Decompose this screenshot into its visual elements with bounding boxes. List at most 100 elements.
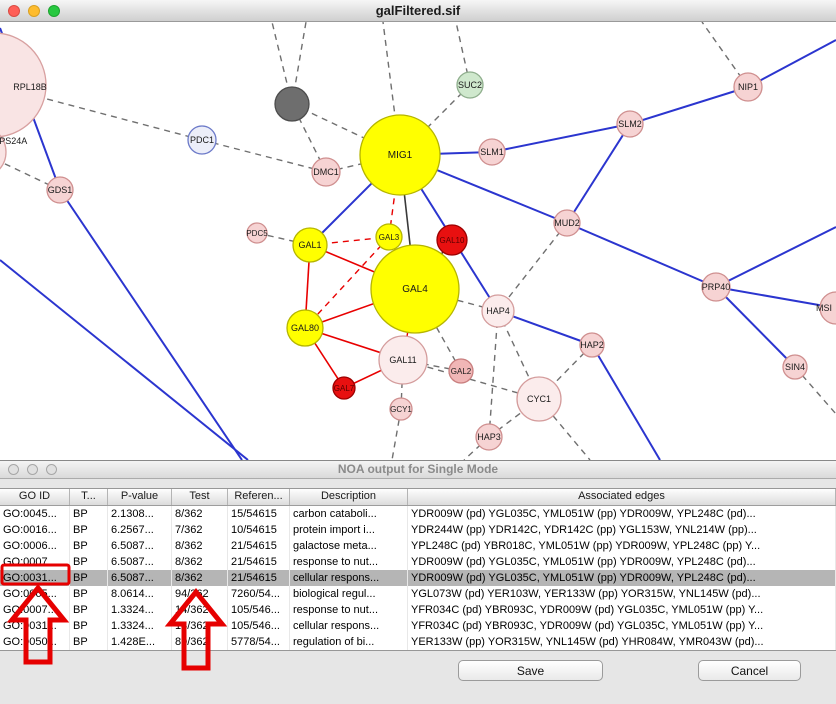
network-node-slm1[interactable] <box>478 138 506 166</box>
cell: YDR009W (pd) YGL035C, YML051W (pp) YDR00… <box>408 506 836 522</box>
column-header-referen[interactable]: Referen... <box>228 489 290 505</box>
cell: BP <box>70 506 108 522</box>
network-node-pdc5[interactable] <box>246 222 268 244</box>
network-node-gal1[interactable] <box>292 227 328 263</box>
cell: 80/362 <box>172 634 228 650</box>
network-node-gal4[interactable] <box>370 244 460 334</box>
network-edge[interactable] <box>497 222 568 312</box>
column-header-p-value[interactable]: P-value <box>108 489 172 505</box>
network-node-gal11[interactable] <box>378 335 428 385</box>
network-edge[interactable] <box>747 39 836 88</box>
cell: 6.5087... <box>108 554 172 570</box>
network-edge[interactable] <box>391 408 402 460</box>
cell: 7260/54... <box>228 586 290 602</box>
cell: YPL248C (pd) YBR018C, YML051W (pp) YDR00… <box>408 538 836 554</box>
close-button[interactable] <box>8 4 20 17</box>
network-edge[interactable] <box>715 226 836 288</box>
cell: YDR009W (pd) YGL035C, YML051W (pp) YDR00… <box>408 570 836 586</box>
network-node-suc2[interactable] <box>456 71 484 99</box>
cell: 21/54615 <box>228 554 290 570</box>
network-node-gds1[interactable] <box>46 176 74 204</box>
column-header-test[interactable]: Test <box>172 489 228 505</box>
close-button[interactable] <box>8 464 19 475</box>
cell: response to nut... <box>290 602 408 618</box>
cell: YER133W (pp) YOR315W, YNL145W (pd) YHR08… <box>408 634 836 650</box>
minimize-button[interactable] <box>27 464 38 475</box>
network-node-gal7[interactable] <box>332 376 356 400</box>
network-node-sin4[interactable] <box>782 354 808 380</box>
noa-window-titlebar[interactable]: NOA output for Single Mode <box>0 461 836 479</box>
network-edge[interactable] <box>566 222 717 288</box>
network-node-rps24a[interactable] <box>0 126 7 178</box>
network-node-gal80[interactable] <box>286 309 324 347</box>
cell: BP <box>70 522 108 538</box>
network-node-gcy1[interactable] <box>389 397 413 421</box>
network-node-unlabeled[interactable] <box>274 86 310 122</box>
zoom-button[interactable] <box>48 4 60 17</box>
network-node-pdc1[interactable] <box>187 125 217 155</box>
cell: 14/362 <box>172 618 228 634</box>
node-label-suc2: SUC2 <box>458 80 482 90</box>
column-header-t[interactable]: T... <box>70 489 108 505</box>
network-edge[interactable] <box>591 344 661 460</box>
cell: 1.428E... <box>108 634 172 650</box>
network-edge[interactable] <box>488 310 499 438</box>
zoom-button[interactable] <box>46 464 57 475</box>
cell: BP <box>70 634 108 650</box>
network-edge[interactable] <box>0 152 61 191</box>
cell: BP <box>70 570 108 586</box>
network-edge[interactable] <box>402 359 540 400</box>
network-edge[interactable] <box>715 286 836 309</box>
minimize-button[interactable] <box>28 4 40 17</box>
network-edge[interactable] <box>304 236 390 329</box>
node-label-nip1: NIP1 <box>738 82 758 92</box>
column-header-description[interactable]: Description <box>290 489 408 505</box>
network-edge[interactable] <box>497 310 593 346</box>
node-label-gal80: GAL80 <box>291 323 319 333</box>
network-edge[interactable] <box>0 259 249 460</box>
network-edge[interactable] <box>629 86 749 125</box>
cell: 8/362 <box>172 506 228 522</box>
network-node-gal2[interactable] <box>448 358 474 384</box>
cell: YDR009W (pd) YGL035C, YML051W (pp) YDR00… <box>408 554 836 570</box>
cell: BP <box>70 618 108 634</box>
network-node-rpl18b[interactable] <box>0 32 47 138</box>
network-node-dmc1[interactable] <box>311 157 341 187</box>
network-edge[interactable] <box>715 286 796 368</box>
network-node-msi[interactable] <box>819 291 836 325</box>
cell: GO:0045... <box>0 506 70 522</box>
network-edge[interactable] <box>59 189 243 460</box>
network-canvas[interactable]: RPL18BRPS24AGDS1PDC1DMC1MIG1SUC2SLM1SLM2… <box>0 22 836 460</box>
network-edge[interactable] <box>566 123 631 224</box>
network-node-hap2[interactable] <box>579 332 605 358</box>
network-node-nip1[interactable] <box>733 72 763 102</box>
network-node-cyc1[interactable] <box>516 376 562 422</box>
network-node-mud2[interactable] <box>553 209 581 237</box>
network-edge[interactable] <box>491 123 631 153</box>
save-button[interactable]: Save <box>458 660 603 681</box>
node-label-msi: MSI <box>816 303 832 313</box>
column-header-go-id[interactable]: GO ID <box>0 489 70 505</box>
cancel-button[interactable]: Cancel <box>698 660 801 681</box>
network-node-gal10[interactable] <box>436 224 468 256</box>
cell: 94/362 <box>172 586 228 602</box>
network-node-hap3[interactable] <box>475 423 503 451</box>
network-edge[interactable] <box>201 139 327 173</box>
network-node-prp40[interactable] <box>701 272 731 302</box>
node-label-cyc1: CYC1 <box>527 394 551 404</box>
network-window-titlebar[interactable]: galFiltered.sif <box>0 0 836 22</box>
column-header-associated-edges[interactable]: Associated edges <box>408 489 836 505</box>
network-node-mig1[interactable] <box>359 114 441 196</box>
network-node-slm2[interactable] <box>616 110 644 138</box>
network-node-gal3[interactable] <box>375 223 403 251</box>
network-node-hap4[interactable] <box>481 294 515 328</box>
